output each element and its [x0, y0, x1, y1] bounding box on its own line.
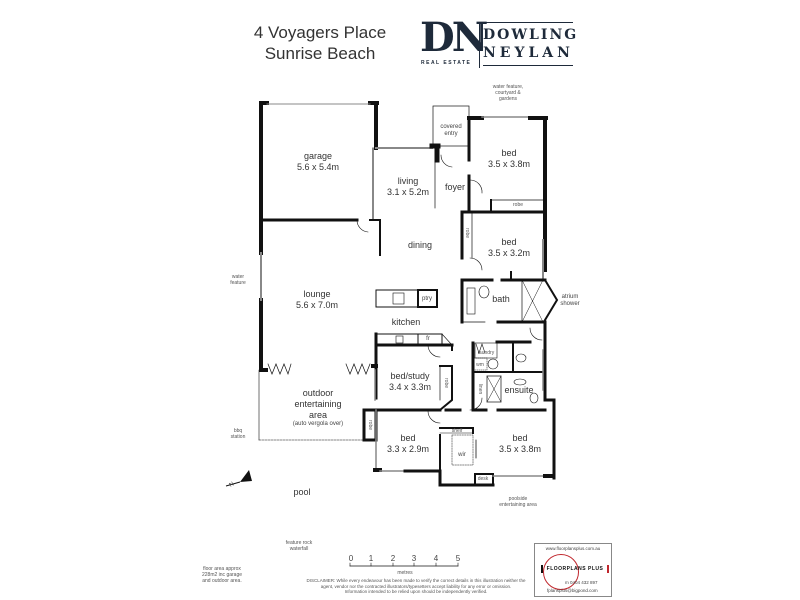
brand-logo: DN REAL ESTATE DOWLING NEYLAN: [420, 14, 576, 68]
label-wm: wm: [476, 362, 484, 368]
label-atrium-shower: atrium shower: [560, 294, 580, 307]
label-covered-entry: covered entry: [440, 124, 462, 137]
floor-area-note: floor area approx 228m2 inc garage and o…: [201, 566, 243, 584]
label-water-feature-left: water feature: [230, 274, 246, 286]
label-wir: wir: [458, 452, 466, 458]
label-water-feature-top: water feature, courtyard & gardens: [492, 84, 524, 102]
label-ensuite: ensuite: [504, 385, 534, 395]
address-line2: Sunrise Beach: [264, 44, 376, 63]
label-poolside: poolside entertaining area: [499, 496, 537, 508]
brand-name-line2: NEYLAN: [483, 45, 574, 61]
label-robe-bed3: robe: [367, 419, 373, 431]
label-foyer: foyer: [444, 182, 466, 192]
label-linen: linen: [477, 383, 483, 395]
floorplans-plus-badge: www.floorplansplus.com.au FLOORPLANS PLU…: [534, 543, 612, 597]
label-robe-bed2: robe: [464, 227, 470, 239]
disclaimer: DISCLAIMER: While every endeavour has be…: [306, 578, 526, 594]
brand-tagline: REAL ESTATE: [421, 60, 472, 66]
label-robe-bed1: robe: [512, 202, 524, 208]
brand-monogram: DN: [420, 14, 488, 61]
north-arrow-icon: [225, 470, 252, 487]
label-laundry: laundry: [477, 350, 495, 356]
label-pool: pool: [293, 487, 311, 497]
label-shelf: shelf: [451, 428, 463, 434]
room-outdoor: outdoor entertaining area (auto vergola …: [292, 388, 344, 427]
label-bath: bath: [492, 294, 510, 304]
label-desk: desk: [477, 476, 489, 482]
label-kitchen: kitchen: [391, 317, 421, 327]
label-pantry: ptry: [421, 296, 433, 302]
label-fridge: fr: [426, 336, 430, 342]
label-robe-study: robe: [443, 377, 449, 389]
address-line1: 4 Voyagers Place: [253, 23, 387, 42]
label-feature-rock: feature rock waterfall: [285, 540, 313, 552]
label-dining: dining: [407, 240, 433, 250]
label-bbq-station: bbq station: [230, 428, 246, 440]
brand-name-line1: DOWLING: [483, 27, 579, 43]
